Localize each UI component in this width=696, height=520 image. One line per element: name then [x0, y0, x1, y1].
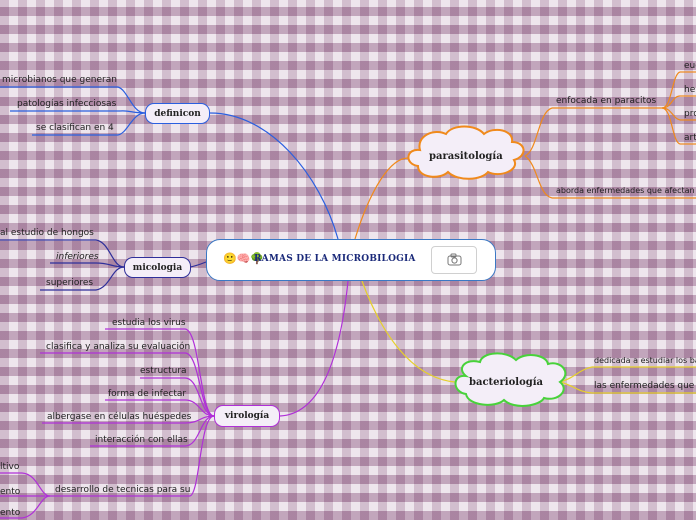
- virologia-connectors: [0, 280, 349, 519]
- micologia-topic[interactable]: micologia: [124, 257, 191, 278]
- central-title: RAMAS DE LA MICROBILOGIA: [254, 254, 416, 264]
- virologia-item[interactable]: clasifica y analiza su evaluación: [46, 342, 191, 352]
- definicon-item[interactable]: microbianos que generan: [2, 75, 117, 85]
- definicon-connectors: [0, 86, 339, 240]
- parasitologia-label: parasitología: [429, 151, 503, 162]
- parasitologia-subitem[interactable]: euc: [684, 61, 696, 71]
- central-topic[interactable]: 🙂🧠🌳 RAMAS DE LA MICROBILOGIA: [206, 239, 496, 281]
- definicon-topic[interactable]: definicon: [145, 103, 210, 124]
- parasitologia-subitem[interactable]: pro: [684, 109, 696, 119]
- camera-button[interactable]: [431, 246, 477, 274]
- virologia-item[interactable]: forma de infectar: [108, 389, 187, 399]
- virologia-item[interactable]: estudia los virus: [112, 318, 186, 328]
- micologia-item[interactable]: al estudio de hongos: [0, 228, 94, 238]
- virologia-item[interactable]: desarrollo de tecnicas para su: [55, 485, 191, 495]
- parasitologia-subitem[interactable]: he: [684, 85, 696, 95]
- parasitologia-item[interactable]: aborda enfermedades que afectan a: [556, 186, 696, 195]
- virologia-topic[interactable]: virología: [214, 405, 280, 427]
- virologia-item[interactable]: estructura: [140, 366, 187, 376]
- virologia-item[interactable]: interacción con ellas: [95, 435, 188, 445]
- virologia-subitem[interactable]: ento: [0, 508, 21, 518]
- parasitologia-cloud[interactable]: [407, 125, 525, 180]
- virologia-subitem[interactable]: ltivo: [0, 462, 20, 472]
- virologia-item[interactable]: albergase en células huéspedes: [47, 412, 192, 422]
- micologia-item[interactable]: superiores: [46, 278, 94, 288]
- bacteriologia-cloud[interactable]: [454, 352, 567, 407]
- definicon-item[interactable]: se clasifican en 4: [36, 123, 114, 133]
- bacteriologia-connectors: [361, 280, 696, 394]
- micologia-item[interactable]: inferiores: [56, 252, 99, 262]
- micologia-connectors: [0, 239, 207, 291]
- bacteriologia-label: bacteriología: [469, 377, 544, 388]
- central-emoji: 🙂🧠🌳: [223, 252, 265, 265]
- virologia-subitem[interactable]: ento: [0, 487, 21, 497]
- bacteriologia-item[interactable]: dedicada a estudiar los bac: [594, 356, 696, 365]
- parasitologia-connectors: [354, 71, 696, 240]
- camera-icon: [447, 253, 462, 266]
- parasitologia-subitem[interactable]: art: [684, 133, 696, 143]
- bacteriologia-item[interactable]: las enfermedades que ge: [594, 381, 696, 391]
- parasitologia-item[interactable]: enfocada en paracitos: [556, 96, 657, 106]
- definicon-item[interactable]: patologías infecciosas: [17, 99, 117, 109]
